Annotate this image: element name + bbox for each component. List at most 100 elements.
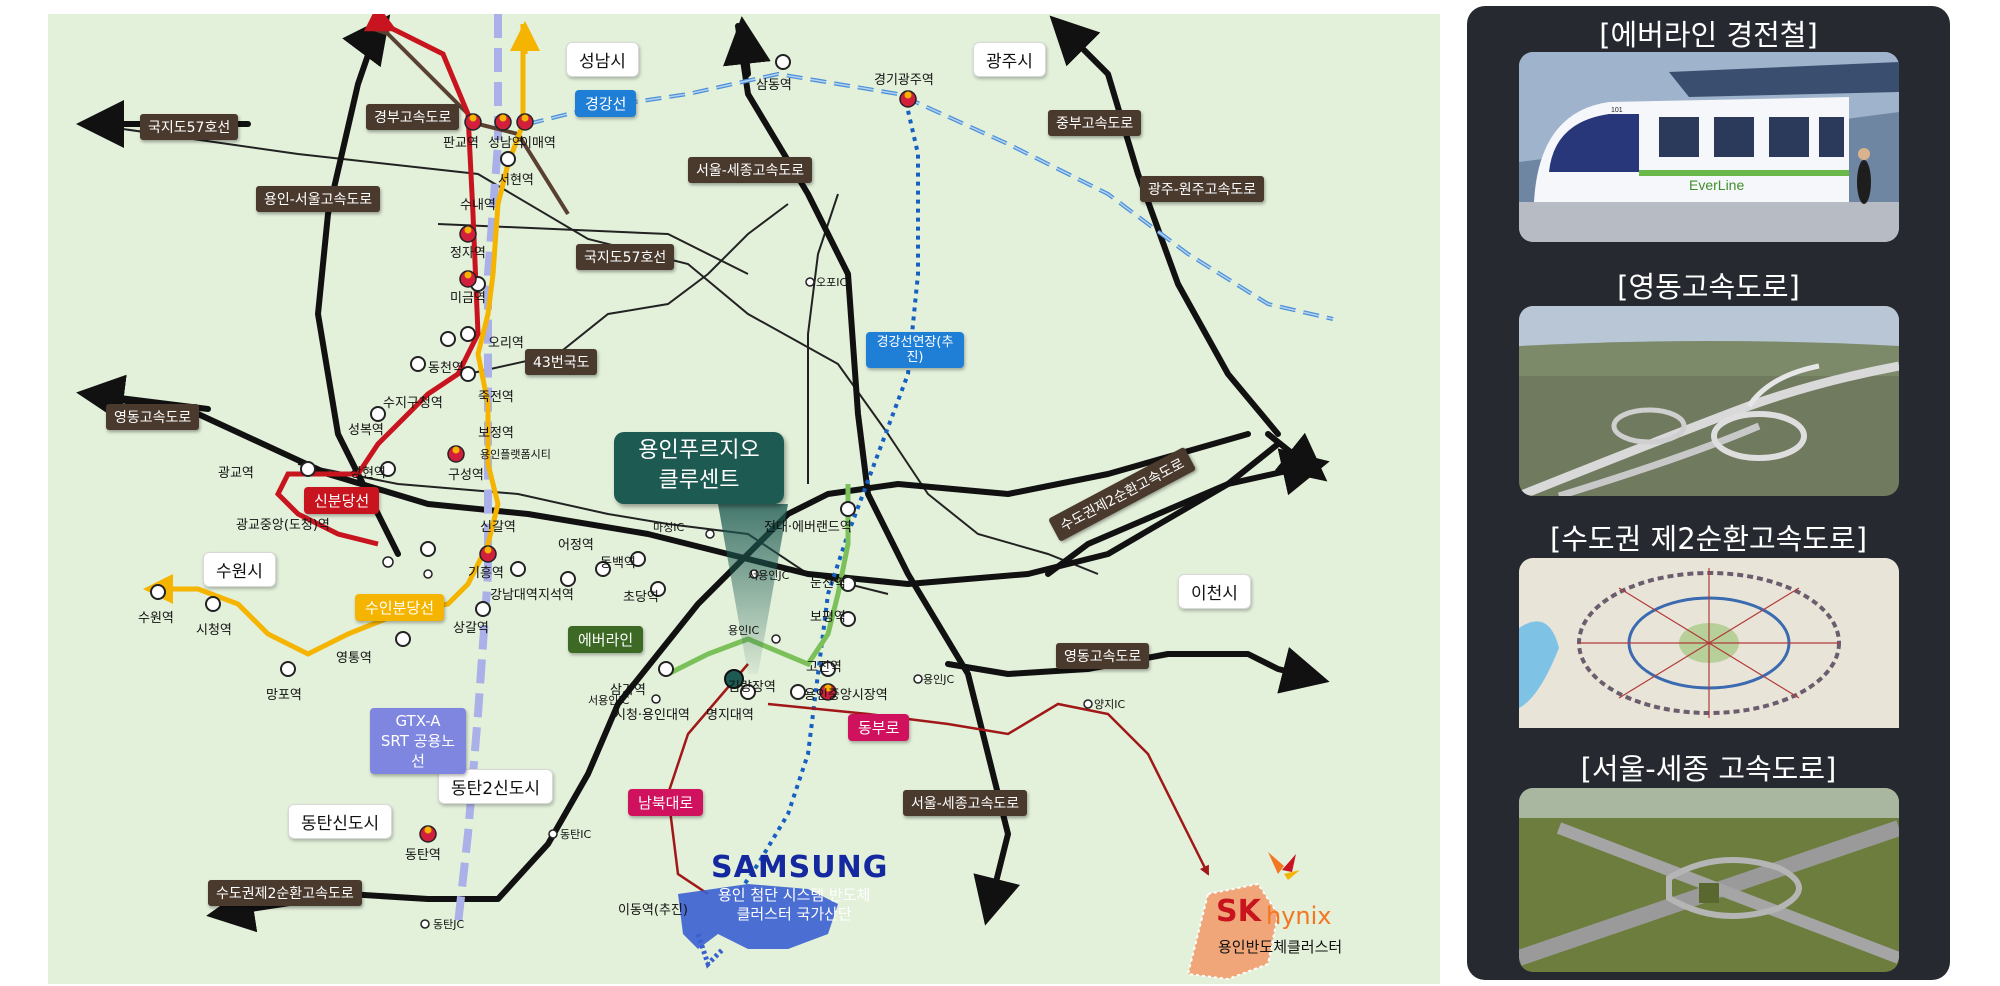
- station-ori: 오리역: [488, 336, 524, 351]
- road-gwangju-wonju: 광주-원주고속도로: [1140, 176, 1265, 202]
- badge-dongburo: 동부로: [848, 714, 910, 741]
- station-bojeong: 보정역: [478, 426, 514, 441]
- station-everland: 전대·에버랜드역: [764, 520, 852, 535]
- badge-gyeonggang: 경강선: [575, 90, 637, 117]
- everline-train-photo: EverLine 101: [1519, 52, 1899, 242]
- station-sanghyeon: 상현역: [350, 466, 386, 481]
- station-samdong: 삼동역: [756, 78, 792, 93]
- badge-suinbundang: 수인분당선: [355, 594, 445, 621]
- station-suwon: 수원역: [138, 611, 174, 626]
- station-pangyo: 판교역: [443, 136, 479, 151]
- panel-title-seoul-sejong: [서울-세종 고속도로]: [1580, 752, 1837, 786]
- station-samga: 삼가역: [610, 683, 646, 698]
- station-sicheong-yongindae: 시청·용인대역: [614, 708, 690, 723]
- station-singal: 신갈역: [480, 520, 516, 535]
- station-sujigucheong: 수지구청역: [383, 396, 443, 411]
- city-suwon: 수원시: [203, 552, 276, 587]
- jc-dongtan: 동탄JC: [433, 918, 465, 931]
- center-callout: 용인푸르지오 클루센트: [614, 432, 784, 504]
- station-jeongja: 정자역: [450, 246, 486, 261]
- badge-everline: 에버라인: [568, 626, 644, 653]
- badge-nambuk: 남북대로: [628, 789, 704, 816]
- station-guseong: 구성역: [448, 468, 484, 483]
- station-dongcheon: 동천역: [428, 361, 464, 376]
- station-sanggal: 상갈역: [453, 621, 489, 636]
- jc-yongin: 용인JC: [923, 673, 955, 686]
- station-migeum: 미금역: [450, 291, 486, 306]
- road-ring2-left: 수도권제2순환고속도로: [208, 880, 362, 906]
- station-seongbok: 성복역: [348, 423, 384, 438]
- road-yeongdong-right: 영동고속도로: [1056, 643, 1150, 669]
- station-gwanggyo: 광교역: [218, 466, 254, 481]
- badge-gtx: GTX-A SRT 공용노선: [370, 708, 466, 774]
- hynix-logo-sk: SK: [1216, 894, 1261, 929]
- station-giheung: 기흥역: [468, 566, 504, 581]
- center-name-line2: 클루센트: [658, 468, 740, 493]
- station-jukjeon: 죽전역: [478, 390, 514, 405]
- station-sicheong: 시청역: [196, 623, 232, 638]
- station-eojeong: 어정역: [558, 538, 594, 553]
- road-yeongdong-left: 영동고속도로: [106, 404, 200, 430]
- ic-dongtan: 동탄IC: [560, 828, 592, 841]
- station-idong: 이동역(추진): [618, 903, 688, 918]
- hynix-cluster-label: 용인반도체클러스터: [1218, 938, 1343, 956]
- badge-gyeonggang-ext: 경강선연장(추진): [866, 332, 964, 368]
- road-jungbu: 중부고속도로: [1048, 110, 1142, 136]
- road-gyeongbu: 경부고속도로: [366, 104, 460, 130]
- road-natl57-mid: 국지도57호선: [576, 244, 675, 270]
- station-imae: 이매역: [520, 136, 556, 151]
- region-map: 성남시 광주시 수원시 이천시 동탄2신도시 동탄신도시 국지도57호선 경부고…: [48, 14, 1440, 984]
- station-seongnam: 성남역: [488, 136, 524, 151]
- city-dongtan: 동탄신도시: [288, 804, 393, 839]
- city-dongtan2: 동탄2신도시: [438, 769, 554, 804]
- samsung-logo: SAMSUNG: [711, 850, 889, 885]
- station-myeongjidae: 명지대역: [706, 708, 754, 723]
- city-seongnam: 성남시: [566, 42, 639, 77]
- station-chodang: 초당역: [623, 590, 659, 605]
- photo-panel: [에버라인 경전철] EverLine 101 [영동고속도로]: [1467, 6, 1950, 980]
- road-seoul-sejong-top: 서울-세종고속도로: [688, 157, 813, 183]
- road-seoul-sejong-bottom: 서울-세종고속도로: [903, 790, 1028, 816]
- station-bopyeong: 보평역: [810, 610, 846, 625]
- samsung-cluster-label: 용인 첨단 시스템 반도체 클러스터 국가산단: [718, 886, 870, 924]
- station-dunjeon: 둔전역: [810, 576, 846, 591]
- seoul-sejong-interchange-photo: [1519, 788, 1899, 972]
- station-sunae: 수내역: [460, 198, 496, 213]
- ic-yongin: 용인IC: [728, 624, 760, 637]
- yeongdong-expressway-photo: [1519, 306, 1899, 496]
- station-gimnyangjang: 김량장역: [728, 680, 776, 695]
- station-gwanggyo-jungang: 광교중앙(도청)역: [236, 518, 330, 533]
- station-seohyeon: 서현역: [498, 173, 534, 188]
- station-dongbaek: 동백역: [600, 556, 636, 571]
- ic-seoyongin: 서용인IC: [588, 694, 630, 707]
- badge-sinbundang: 신분당선: [304, 487, 380, 514]
- station-gangnamdae: 강남대역: [490, 588, 538, 603]
- station-yonginplatform: 용인플랫폼시티: [480, 448, 551, 461]
- station-dongtan: 동탄역: [405, 848, 441, 863]
- train-text-everline: EverLine: [1689, 177, 1744, 193]
- samsung-label-line2: 클러스터 국가산단: [736, 905, 852, 923]
- road-route43: 43번국도: [525, 349, 598, 375]
- panel-title-everline: [에버라인 경전철]: [1599, 18, 1818, 52]
- city-icheon: 이천시: [1178, 574, 1251, 609]
- train-car-number: 101: [1611, 107, 1623, 114]
- station-yeongtong: 영통역: [336, 651, 372, 666]
- center-name-line1: 용인푸르지오: [638, 438, 760, 463]
- ic-mabuk: 마성IC: [653, 521, 685, 534]
- ring2-map-photo: [1519, 558, 1899, 748]
- samsung-label-line1: 용인 첨단 시스템 반도체: [718, 886, 871, 904]
- station-mangpo: 망포역: [266, 688, 302, 703]
- hynix-logo-text: hynix: [1266, 902, 1332, 930]
- road-yongin-seoul: 용인-서울고속도로: [256, 186, 381, 212]
- ic-opo: 오포IC: [816, 276, 848, 289]
- jc-seoyongin: 서용인JC: [748, 569, 790, 582]
- station-jiseok: 지석역: [538, 588, 574, 603]
- station-gojin: 고진역: [806, 660, 842, 675]
- station-gyeonggi-gwangju: 경기광주역: [874, 73, 934, 88]
- city-gwangju: 광주시: [973, 42, 1046, 77]
- station-yongin-jungang: 용인중앙시장역: [804, 688, 888, 703]
- ic-yangji: 양지IC: [1094, 698, 1126, 711]
- panel-title-ring2: [수도권 제2순환고속도로]: [1549, 522, 1868, 556]
- map-lines: [76, 14, 1334, 981]
- road-natl57-left: 국지도57호선: [140, 114, 239, 140]
